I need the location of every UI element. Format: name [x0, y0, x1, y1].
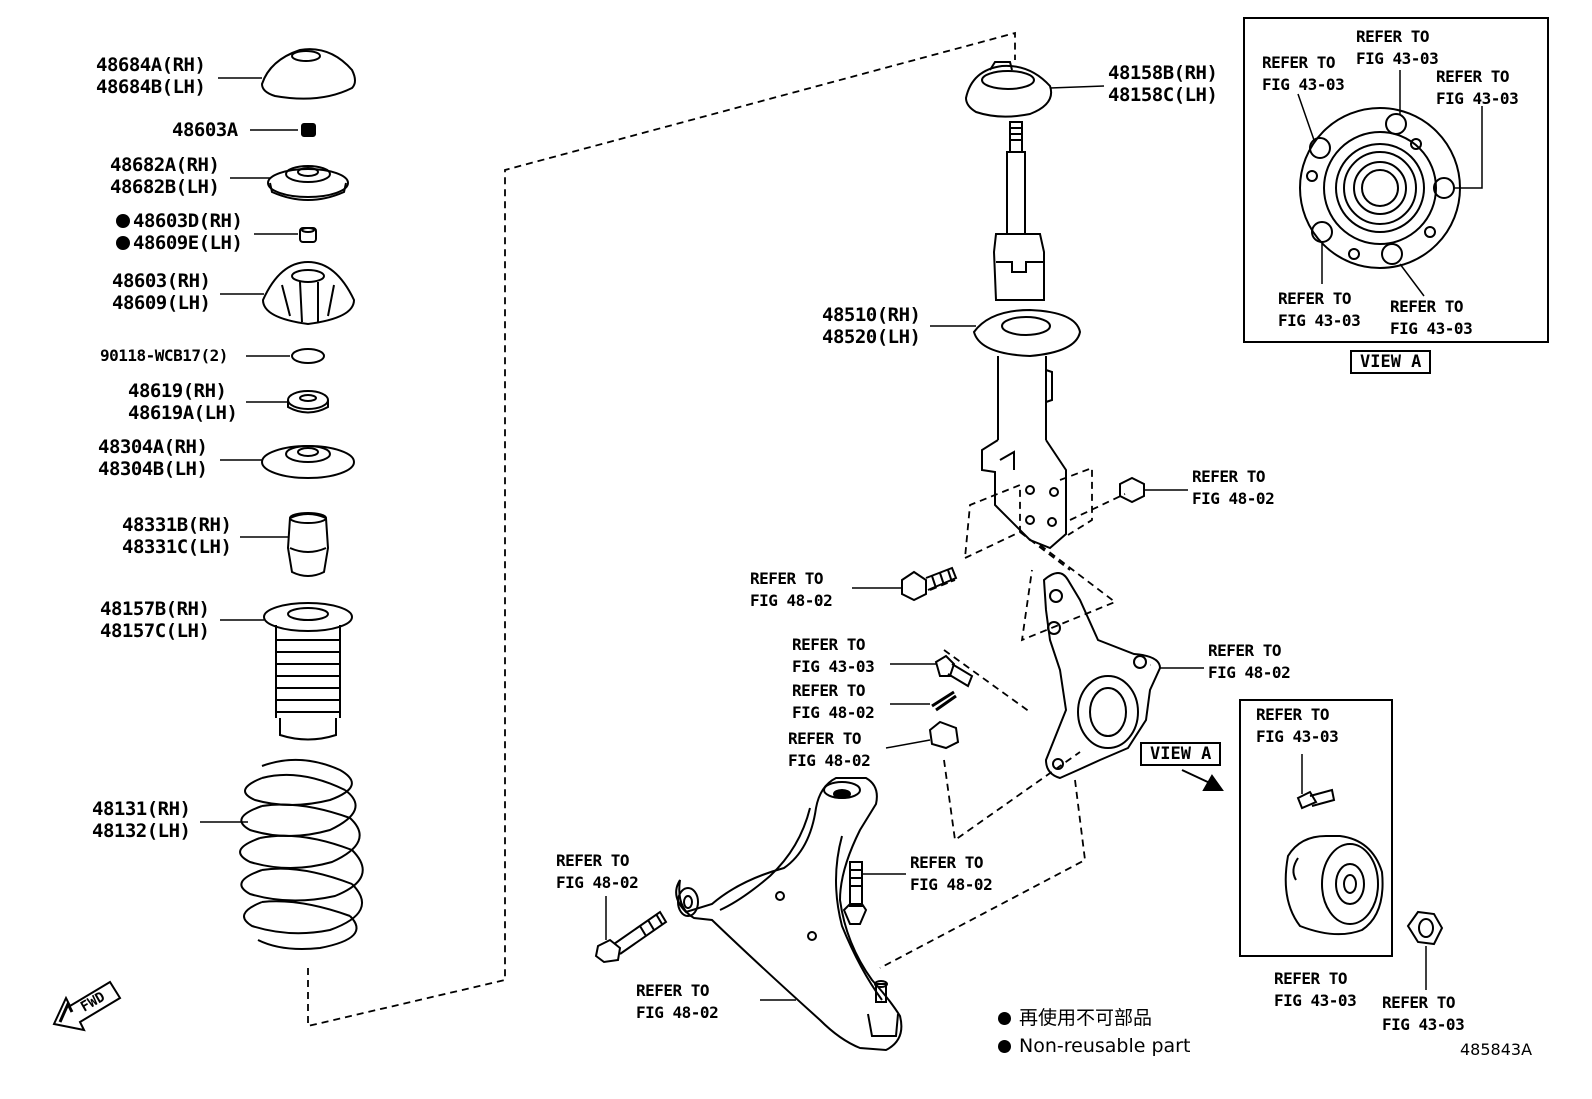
assembly-dashed-lines	[307, 31, 1126, 1028]
figure-number: 485843A	[1460, 1040, 1533, 1059]
non-reusable-bullet	[116, 236, 130, 250]
legend-jp: 再使用不可部品	[998, 1004, 1190, 1032]
part-48603d-label: 48603D(RH) 48609E(LH)	[116, 210, 243, 254]
part-48684-label: 48684A(RH)48684B(LH)	[96, 54, 206, 98]
boot-drawing	[263, 602, 353, 741]
legend-dot	[998, 1040, 1011, 1053]
left-leader-lines	[200, 77, 298, 823]
upper-support-drawing	[267, 165, 349, 201]
castle-nut-drawing	[885, 720, 960, 750]
strut-bolt-drawing	[852, 566, 958, 602]
fwd-arrow: FWD	[52, 980, 122, 1032]
part-48603-label: 48603(RH)48609(LH)	[112, 270, 211, 314]
knuckle-bolt-drawing	[890, 654, 974, 688]
spring-seat-drawing	[261, 445, 355, 479]
steering-knuckle-drawing	[1042, 572, 1204, 780]
part-48158-label: 48158B(RH)48158C(LH)	[1108, 62, 1218, 106]
washer-drawing	[291, 348, 325, 364]
shock-absorber-drawing	[972, 121, 1082, 550]
part-90118-label: 90118-WCB17(2)	[100, 346, 228, 365]
non-reusable-bullet	[116, 214, 130, 228]
part-48331-label: 48331B(RH)48331C(LH)	[122, 514, 232, 558]
bump-stopper-drawing	[286, 512, 330, 577]
view-a-caption: VIEW A	[1350, 350, 1432, 374]
part-48304-label: 48304A(RH)48304B(LH)	[98, 436, 208, 480]
view-a-arrow-label[interactable]: VIEW A	[1140, 742, 1222, 766]
arm-bolt-left-drawing	[594, 896, 668, 964]
part-48131-label: 48131(RH)48132(LH)	[92, 798, 191, 842]
part-48510-label: 48510(RH)48520(LH)	[822, 304, 921, 348]
hub-detail-frame	[1239, 699, 1393, 957]
strut-nut-drawing	[1119, 476, 1188, 504]
legend-dot	[998, 1012, 1011, 1025]
cotter-pin-drawing	[890, 690, 957, 712]
coil-spring-drawing	[239, 758, 364, 950]
lower-arm-drawing	[675, 777, 903, 1052]
hub-nut-drawing	[1406, 910, 1444, 990]
part-48619-label: 48619(RH)48619A(LH)	[128, 380, 238, 424]
view-a-hub-drawing	[1299, 107, 1461, 269]
view-a-leader-lines	[1297, 70, 1483, 297]
strut-insulator-drawing	[964, 61, 1052, 118]
part-48157-label: 48157B(RH)48157C(LH)	[100, 598, 210, 642]
nut-48603a-drawing	[301, 123, 316, 137]
part-48603a-label: 48603A	[172, 119, 238, 141]
legend: 再使用不可部品 Non-reusable part	[998, 1004, 1190, 1060]
bearing-drawing	[287, 390, 329, 414]
strut-cap-drawing	[260, 48, 356, 100]
part-48682-label: 48682A(RH)48682B(LH)	[110, 154, 220, 198]
view-a-frame	[1243, 17, 1549, 343]
view-a-arrow[interactable]	[1181, 769, 1224, 791]
arm-bolt-mid-drawing	[842, 861, 906, 925]
hub-bolt-drawing	[1296, 754, 1336, 810]
center-leader-lines	[930, 85, 1105, 327]
nut-48603d-drawing	[299, 227, 317, 243]
strut-mount-drawing	[261, 260, 356, 326]
legend-en: Non-reusable part	[998, 1032, 1190, 1060]
hub-assembly-drawing	[1284, 835, 1384, 936]
